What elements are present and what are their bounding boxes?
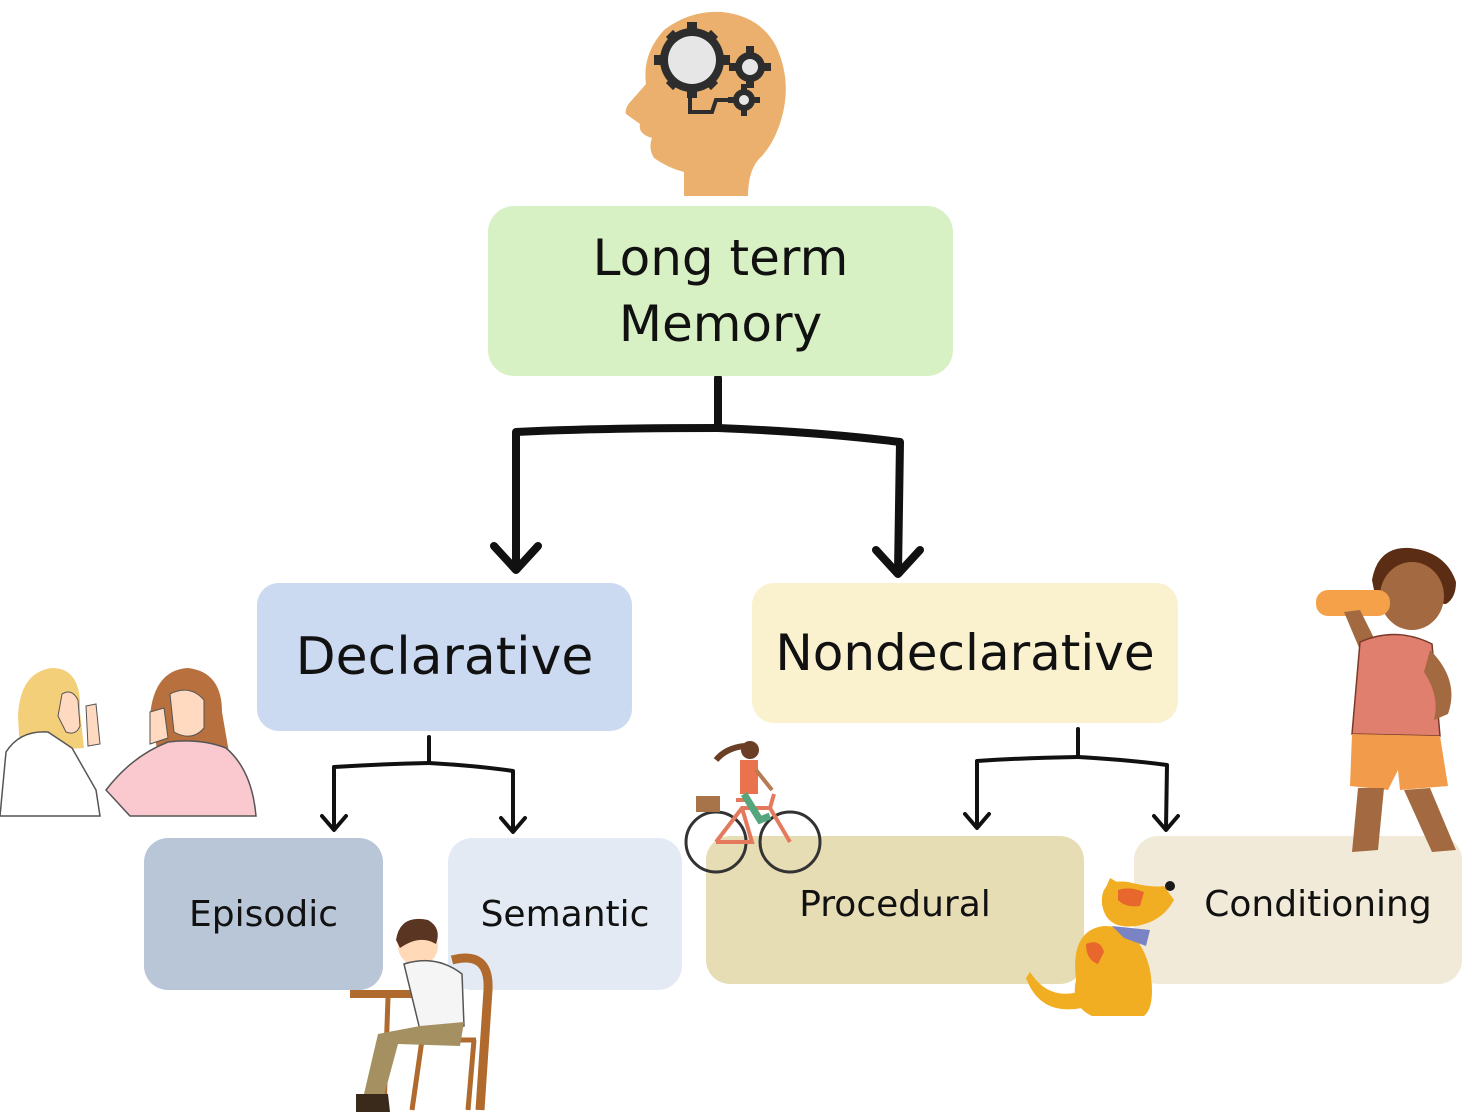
conditioning-label: Conditioning <box>1204 883 1432 925</box>
conditioning-box: Conditioning <box>1134 836 1462 984</box>
boy-drinking-icon <box>1316 547 1456 852</box>
declarative-box: Declarative <box>257 583 632 731</box>
cyclist-icon <box>684 741 822 874</box>
procedural-box: Procedural <box>706 836 1084 984</box>
declarative-label: Declarative <box>295 627 594 687</box>
arrow-declarative-to-episodic <box>320 735 431 832</box>
long-term-memory-label-line2: Memory <box>618 295 823 353</box>
student-at-desk-icon <box>350 918 493 1112</box>
brain-gears-icon <box>625 11 786 197</box>
episodic-label: Episodic <box>188 893 339 935</box>
nondeclarative-box: Nondeclarative <box>752 583 1178 723</box>
arrow-ltm-to-declarative <box>490 374 722 574</box>
procedural-label: Procedural <box>799 883 991 925</box>
whispering-women-icon <box>0 668 257 817</box>
arrow-declarative-to-semantic <box>427 761 527 834</box>
arrow-nondeclarative-to-conditioning <box>1076 755 1180 832</box>
arrow-ltm-to-nondeclarative <box>714 424 924 578</box>
semantic-label: Semantic <box>480 893 650 935</box>
dog-icon <box>1026 878 1175 1016</box>
long-term-memory-label-line1: Long term <box>592 229 849 287</box>
episodic-box: Episodic <box>144 838 383 990</box>
nondeclarative-label: Nondeclarative <box>775 624 1155 682</box>
arrow-nondeclarative-to-procedural <box>963 727 1080 830</box>
long-term-memory-box: Long term Memory <box>488 206 953 376</box>
